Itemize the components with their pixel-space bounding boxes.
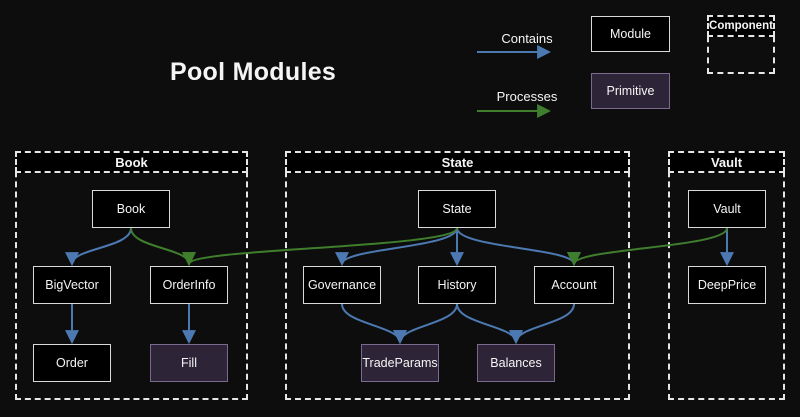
- node-bigvector: BigVector: [33, 266, 111, 304]
- node-orderinfo-label: OrderInfo: [162, 278, 216, 292]
- node-fill: Fill: [150, 344, 228, 382]
- group-vault-title: Vault: [668, 151, 785, 173]
- node-deepprice-label: DeepPrice: [697, 278, 757, 292]
- node-vault: Vault: [688, 190, 766, 228]
- node-tradeparams-label: TradeParams: [362, 356, 438, 370]
- legend-primitive-box: Primitive: [591, 73, 670, 109]
- node-history-label: History: [437, 278, 477, 292]
- legend-component-box: Component: [707, 15, 775, 74]
- node-balances: Balances: [477, 344, 555, 382]
- legend-module-box: Module: [591, 16, 670, 52]
- node-governance-label: Governance: [307, 278, 377, 292]
- legend-primitive-label: Primitive: [606, 84, 655, 98]
- node-tradeparams: TradeParams: [361, 344, 439, 382]
- node-order-label: Order: [56, 356, 88, 370]
- page-title: Pool Modules: [170, 58, 337, 86]
- node-order: Order: [33, 344, 111, 382]
- group-state-title: State: [285, 151, 630, 173]
- group-book: Book: [15, 151, 248, 400]
- node-deepprice: DeepPrice: [688, 266, 766, 304]
- node-account: Account: [534, 266, 614, 304]
- legend-component-label: Component: [707, 15, 775, 37]
- node-book-label: Book: [116, 202, 146, 216]
- node-book: Book: [92, 190, 170, 228]
- legend-processes-label: Processes: [496, 89, 558, 104]
- node-vault-label: Vault: [713, 202, 741, 216]
- legend-contains-label: Contains: [501, 31, 553, 46]
- node-governance: Governance: [303, 266, 381, 304]
- node-state-label: State: [442, 202, 472, 216]
- node-orderinfo: OrderInfo: [150, 266, 228, 304]
- node-state: State: [418, 190, 496, 228]
- group-book-title: Book: [15, 151, 248, 173]
- node-account-label: Account: [551, 278, 597, 292]
- group-state: State: [285, 151, 630, 400]
- node-balances-label: Balances: [490, 356, 542, 370]
- group-vault: Vault: [668, 151, 785, 400]
- node-fill-label: Fill: [181, 356, 197, 370]
- legend-module-label: Module: [610, 27, 651, 41]
- node-history: History: [418, 266, 496, 304]
- node-bigvector-label: BigVector: [45, 278, 99, 292]
